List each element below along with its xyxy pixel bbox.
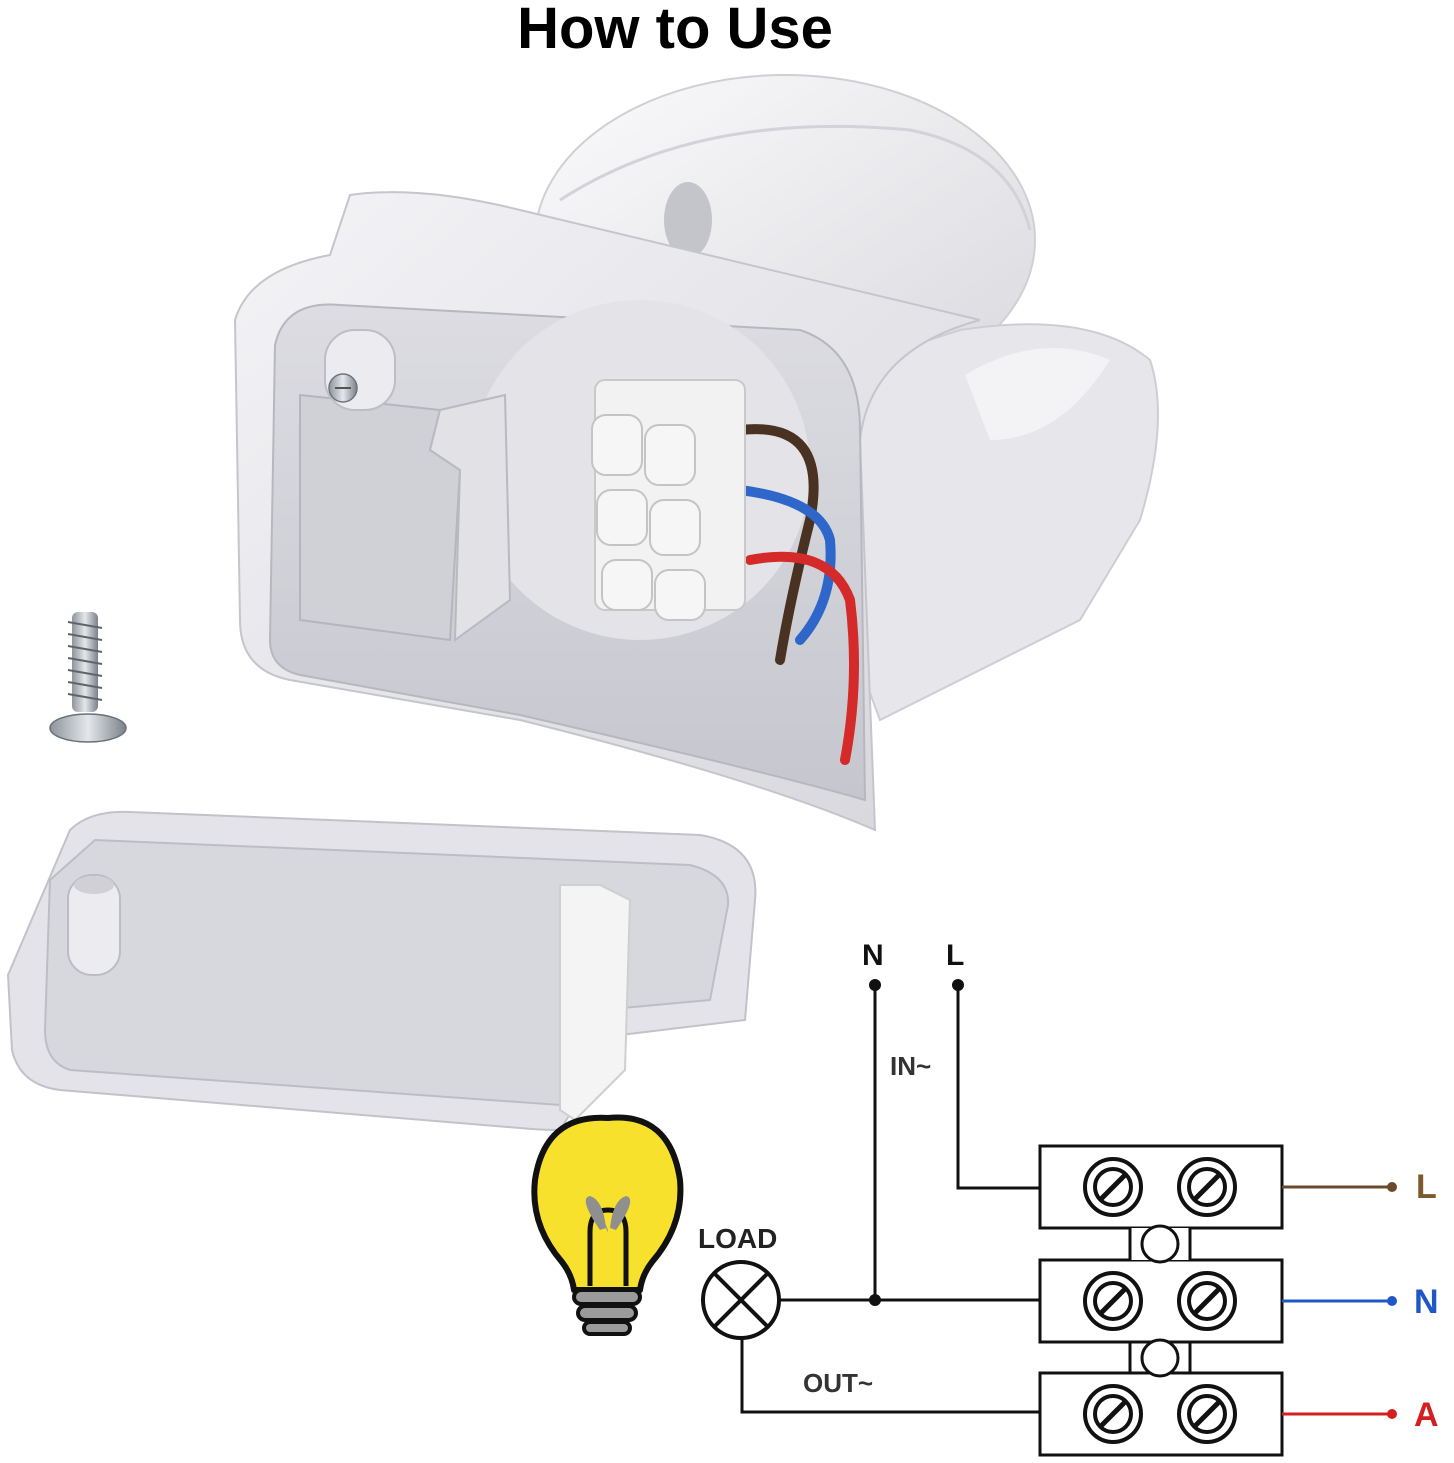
label-in: IN~ (890, 1051, 931, 1081)
terminal-block-schematic (1038, 1144, 1284, 1457)
sensor-housing (233, 74, 1159, 832)
terminal-screw-icon (1083, 1271, 1143, 1331)
lead-neutral-dot (1387, 1296, 1397, 1306)
lead-live-dot (1387, 1182, 1397, 1192)
terminal-screw-icon (1177, 1271, 1237, 1331)
label-out: OUT~ (803, 1368, 873, 1398)
lead-output-dot (1387, 1409, 1397, 1419)
terminal-screw-icon (1177, 1157, 1237, 1217)
terminal-screw-icon (1177, 1384, 1237, 1444)
terminal-block (591, 379, 746, 621)
terminal-screws (1083, 1157, 1237, 1444)
housing-lid (6, 810, 757, 1132)
label-n-right: N (1414, 1283, 1439, 1321)
dome-hole (664, 182, 712, 258)
lamp-load-symbol (701, 1260, 781, 1340)
junction-load (869, 1294, 881, 1306)
light-bulb-icon (531, 1114, 684, 1336)
junction-n (869, 979, 881, 991)
junction-l (952, 979, 964, 991)
wire-live-in (956, 985, 1040, 1190)
wiring-diagram (740, 985, 1040, 1414)
terminal-screw-icon (1083, 1157, 1143, 1217)
label-a-right: A (1414, 1396, 1439, 1434)
terminal-screw-icon (1083, 1384, 1143, 1444)
wire-output (740, 1338, 1040, 1414)
label-l-top: L (946, 939, 964, 972)
screw-icon (49, 612, 127, 743)
page-title: How to Use (517, 0, 833, 61)
label-load: LOAD (698, 1223, 777, 1254)
label-l-right: L (1416, 1168, 1437, 1206)
label-n-top: N (862, 939, 884, 972)
